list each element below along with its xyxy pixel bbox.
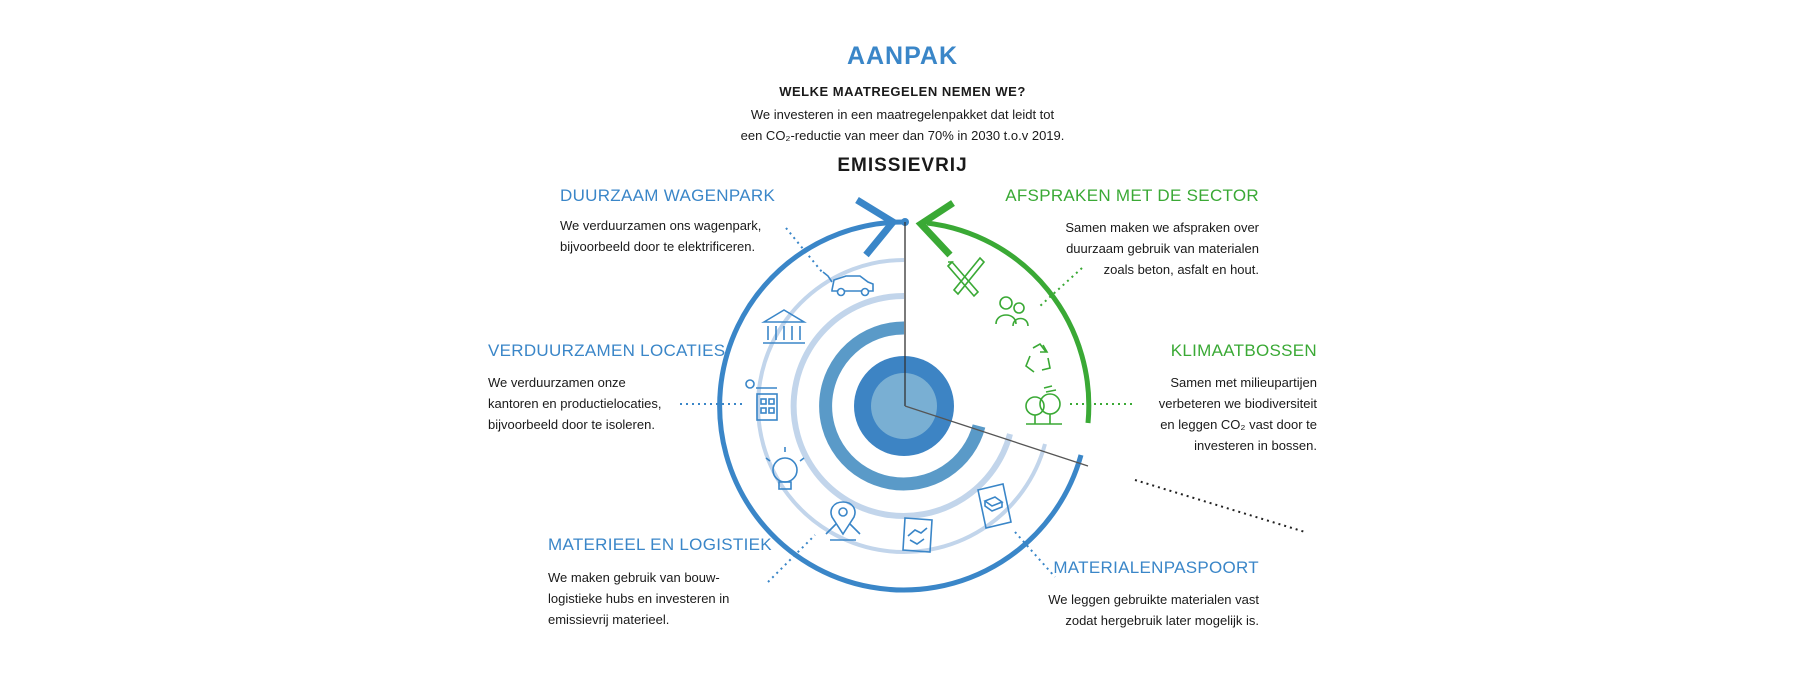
sector-text: Samen maken we afspraken over duurzaam g… [1065, 220, 1259, 277]
handshake-icon [902, 517, 933, 553]
paspoort-text: We leggen gebruikte materialen vast zoda… [1048, 592, 1259, 628]
tools-icon [946, 256, 986, 298]
page-intro: We investeren in een maatregelenpakket d… [740, 107, 1065, 143]
slanted-line [904, 405, 1089, 467]
solar-office-icon [745, 379, 778, 421]
blue-arrowhead [855, 197, 899, 258]
building-columns-icon [761, 309, 807, 344]
emission-label: EMISSIEVRIJ [837, 155, 968, 176]
electric-car-icon [822, 271, 874, 297]
ring-arc-1 [717, 219, 1084, 593]
klimaat-text: Samen met milieupartijen verbeteren we b… [1158, 375, 1317, 453]
page-subtitle: WELKE MAATREGELEN NEMEN WE? [779, 84, 1026, 99]
people-icon [995, 296, 1029, 327]
core-inner-circle [871, 373, 937, 439]
locaties-title: VERDUURZAMEN LOCATIES [488, 341, 726, 360]
ring-arc-4 [819, 321, 986, 491]
logistiek-text: We maken gebruik van bouw- logistieke hu… [548, 570, 730, 627]
connector-paspoort [1014, 531, 1056, 578]
paspoort-title: MATERIALENPASPOORT [1053, 558, 1259, 577]
ring-arc-2 [756, 258, 1047, 554]
ring-arc-3 [790, 292, 1013, 519]
connector-logistiek [767, 534, 816, 583]
location-pin-icon [825, 501, 861, 541]
material-sheet-icon [977, 483, 1012, 529]
green-arrowhead [915, 200, 955, 258]
green-arc [926, 220, 1092, 424]
dotted-extension [1134, 479, 1306, 533]
recycle-icon [1025, 342, 1051, 373]
wagenpark-text: We verduurzamen ons wagenpark, bijvoorbe… [560, 218, 762, 254]
klimaat-title: KLIMAATBOSSEN [1170, 341, 1317, 360]
logistiek-title: MATERIEEL EN LOGISTIEK [548, 535, 772, 554]
sector-title: AFSPRAKEN MET DE SECTOR [1005, 186, 1259, 205]
trees-icon [1025, 385, 1062, 425]
page-title: AANPAK [846, 42, 959, 70]
wagenpark-title: DUURZAAM WAGENPARK [560, 186, 776, 205]
lightbulb-icon [765, 447, 805, 490]
locaties-text: We verduurzamen onze kantoren en product… [488, 375, 662, 432]
